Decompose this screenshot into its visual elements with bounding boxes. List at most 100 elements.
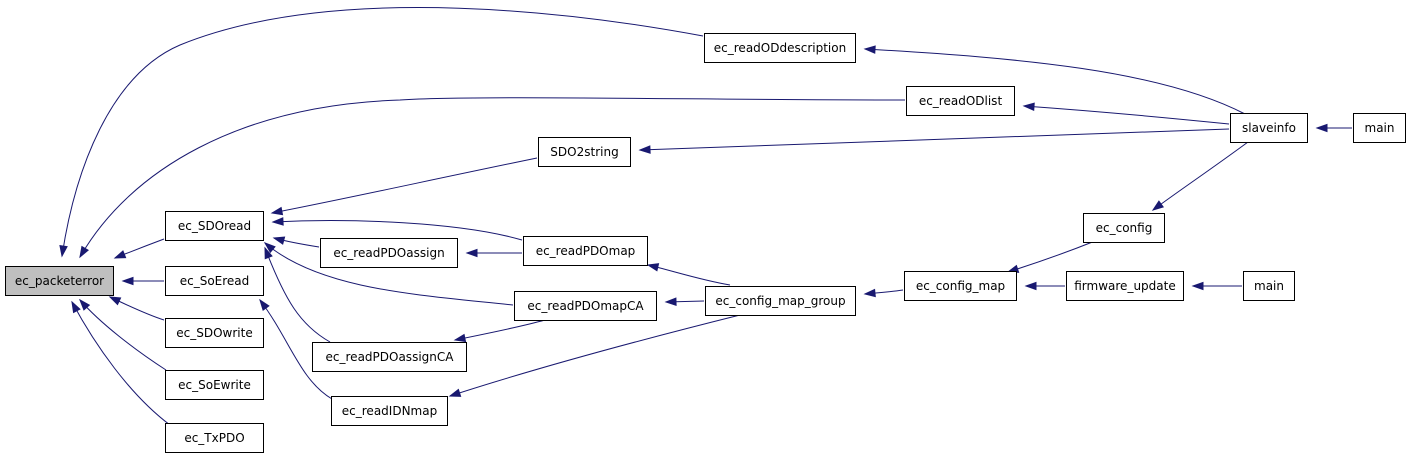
call-edge — [113, 238, 165, 259]
edge-arrowhead — [1024, 281, 1037, 291]
edge-line — [61, 7, 704, 257]
node-label: main — [1365, 121, 1395, 135]
edge-arrowhead — [121, 276, 134, 286]
node-label: ec_readPDOmap — [536, 244, 636, 258]
node-label: ec_config_map — [916, 279, 1005, 293]
node-label: slaveinfo — [1242, 121, 1296, 135]
node-box — [331, 396, 448, 426]
node-box — [165, 370, 264, 400]
edge-line — [79, 97, 906, 258]
call-edge — [465, 248, 522, 258]
function-node[interactable]: main — [1243, 271, 1295, 301]
node-box — [704, 33, 856, 63]
edge-arrowhead — [453, 333, 467, 343]
edge-line — [264, 247, 331, 343]
call-edge — [453, 319, 546, 343]
call-edge — [270, 157, 538, 216]
function-node[interactable]: ec_TxPDO — [165, 423, 264, 453]
function-node[interactable]: ec_readPDOassignCA — [312, 342, 467, 372]
function-node[interactable]: ec_SDOread — [165, 211, 264, 241]
edge-arrowhead — [448, 388, 462, 397]
edge-arrowhead — [59, 244, 68, 258]
edge-line — [271, 157, 538, 214]
edge-line — [647, 264, 731, 286]
edge-line — [71, 301, 171, 426]
edge-layer — [59, 7, 1352, 426]
node-label: ec_SoEread — [180, 274, 250, 288]
call-edge — [646, 263, 731, 286]
node-label: ec_config_map_group — [715, 294, 845, 308]
node-box — [1083, 213, 1165, 243]
call-edge — [59, 7, 704, 258]
edge-line — [639, 128, 1230, 151]
function-node[interactable]: ec_config_map_group — [705, 286, 856, 316]
function-node[interactable]: ec_readPDOmapCA — [514, 291, 657, 321]
call-edge — [448, 314, 741, 397]
function-node[interactable]: ec_readPDOmap — [523, 236, 648, 266]
edge-arrowhead — [264, 246, 273, 260]
function-node[interactable]: ec_SDOwrite — [165, 318, 264, 348]
function-node[interactable]: ec_config — [1083, 213, 1165, 243]
function-node[interactable]: firmware_update — [1066, 271, 1184, 301]
edge-line — [1023, 105, 1230, 125]
edge-line — [864, 48, 1246, 115]
node-box — [165, 266, 264, 296]
edge-arrowhead — [79, 245, 89, 259]
edge-arrowhead — [1315, 123, 1328, 133]
call-edge — [259, 298, 333, 400]
edge-arrowhead — [646, 263, 660, 272]
node-label: ec_readODdescription — [714, 41, 846, 55]
call-edge — [1151, 141, 1249, 211]
function-node[interactable]: ec_readIDNmap — [331, 396, 448, 426]
node-layer: ec_packeterrorec_SDOreadec_SoEreadec_SDO… — [5, 33, 1406, 453]
call-edge — [79, 97, 906, 259]
node-box — [705, 286, 856, 316]
node-box — [904, 271, 1017, 301]
node-box — [165, 318, 264, 348]
edge-arrowhead — [863, 45, 876, 54]
node-box — [5, 266, 114, 296]
call-edge — [121, 276, 164, 286]
node-label: ec_readODlist — [919, 94, 1003, 108]
function-node[interactable]: slaveinfo — [1230, 113, 1308, 143]
edge-arrowhead — [1151, 200, 1165, 211]
function-node[interactable]: main — [1353, 113, 1406, 143]
call-edge — [1022, 102, 1230, 125]
edge-arrowhead — [638, 145, 651, 154]
node-box — [1353, 113, 1406, 143]
node-box — [1243, 271, 1295, 301]
edge-arrowhead — [79, 298, 91, 311]
node-label: ec_readPDOmapCA — [527, 299, 644, 313]
node-label: ec_readPDOassign — [333, 246, 444, 260]
call-edge — [263, 242, 514, 306]
node-label: ec_readPDOassignCA — [326, 350, 455, 364]
function-node[interactable]: ec_SoEread — [165, 266, 264, 296]
node-box — [1066, 271, 1184, 301]
call-edge — [272, 236, 320, 248]
call-edge — [79, 298, 167, 371]
edge-arrowhead — [259, 298, 270, 311]
edge-arrowhead — [113, 250, 127, 259]
call-edge — [108, 296, 165, 321]
node-label: SDO2string — [550, 145, 618, 159]
call-edge — [1006, 240, 1096, 273]
node-label: ec_SoEwrite — [178, 378, 251, 392]
function-node[interactable]: SDO2string — [538, 137, 631, 167]
edge-arrowhead — [270, 206, 284, 216]
edge-arrowhead — [108, 296, 122, 306]
function-node[interactable]: ec_config_map — [904, 271, 1017, 301]
node-box — [165, 211, 264, 241]
edge-arrowhead — [1191, 281, 1204, 291]
function-node[interactable]: ec_SoEwrite — [165, 370, 264, 400]
function-node[interactable]: ec_readODdescription — [704, 33, 856, 63]
call-edge — [264, 246, 331, 343]
edge-line — [1152, 141, 1249, 211]
node-box — [1230, 113, 1308, 143]
edge-line — [272, 220, 523, 241]
node-label: ec_TxPDO — [184, 431, 244, 445]
function-node[interactable]: ec_readODlist — [906, 86, 1015, 116]
edge-line — [79, 299, 167, 371]
node-label: ec_readIDNmap — [342, 404, 437, 418]
function-node[interactable]: ec_readPDOassign — [320, 238, 458, 268]
call-edge — [1315, 123, 1352, 133]
